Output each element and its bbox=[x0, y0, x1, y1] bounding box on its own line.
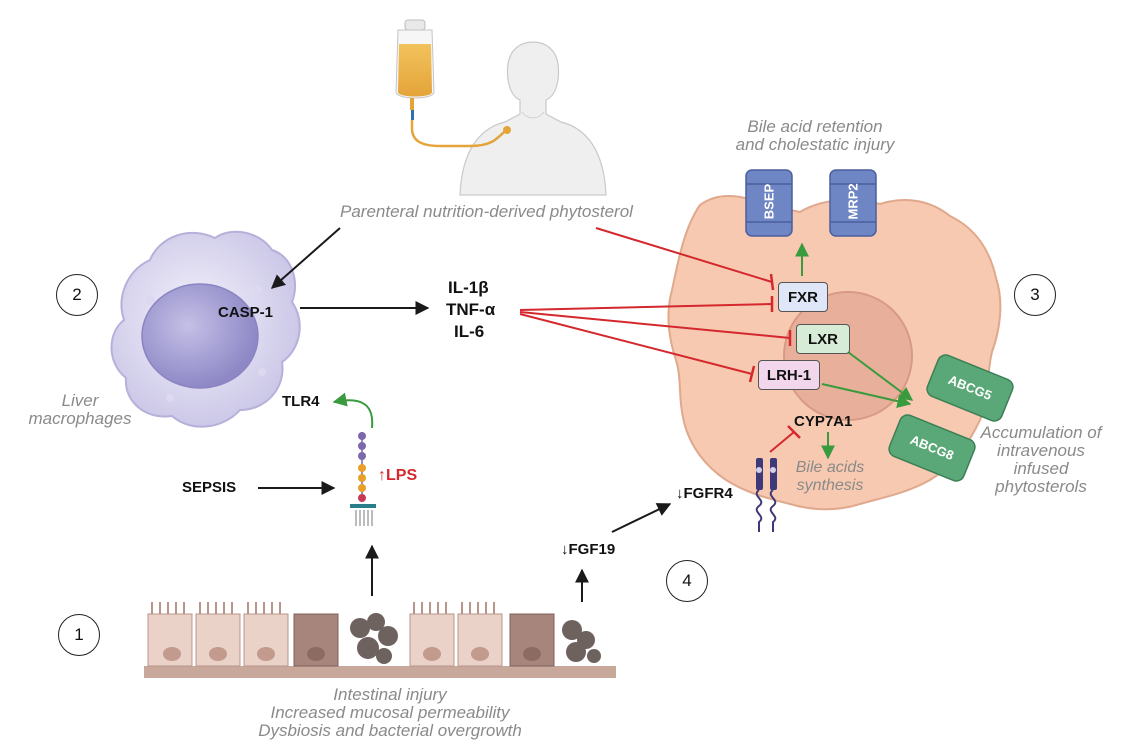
patient-illustration bbox=[459, 41, 607, 196]
fgfr4-receptor-icon bbox=[755, 458, 777, 532]
fgfr4-label: ↓FGFR4 bbox=[676, 485, 733, 502]
iv-bag bbox=[395, 19, 511, 148]
intestinal-line1: Intestinal injury bbox=[333, 685, 447, 704]
arrow-phytosterol-to-casp1 bbox=[270, 227, 341, 289]
accumulation-line3: infused bbox=[1013, 459, 1069, 478]
casp1-label: CASP-1 bbox=[218, 304, 274, 321]
lps-molecule-icon bbox=[350, 432, 376, 526]
parenteral-phytosterol-label: Parenteral nutrition-derived phytosterol bbox=[340, 202, 633, 221]
intestinal-injury-label: Intestinal injury Increased mucosal perm… bbox=[200, 686, 580, 740]
sepsis-label: SEPSIS bbox=[182, 479, 237, 496]
step-3-circle: 3 bbox=[1014, 274, 1056, 316]
arrow-lps-to-tlr4 bbox=[332, 392, 374, 429]
mrp2-label: MRP2 bbox=[845, 183, 861, 220]
bile-acids-synthesis-label: Bile acids synthesis bbox=[780, 459, 880, 495]
step-1-circle: 1 bbox=[58, 614, 100, 656]
synthesis-line2: synthesis bbox=[796, 477, 864, 494]
macrophage bbox=[110, 230, 301, 428]
il1b-label: IL-1β bbox=[448, 278, 489, 297]
cyp7a1-label: CYP7A1 bbox=[794, 413, 853, 430]
synthesis-line1: Bile acids bbox=[795, 459, 865, 476]
il6-label: IL-6 bbox=[454, 322, 485, 341]
fgf19-label: ↓FGF19 bbox=[561, 541, 616, 558]
abcg5-transporter bbox=[926, 354, 1014, 422]
lxr-box: LXR bbox=[796, 324, 850, 354]
tnfa-label: TNF-α bbox=[446, 300, 496, 319]
bsep-label: BSEP bbox=[761, 183, 777, 220]
intestinal-line3: Dysbiosis and bacterial overgrowth bbox=[258, 721, 522, 740]
lps-label: ↑LPS bbox=[378, 467, 418, 484]
macrophages-line1: Liver bbox=[61, 391, 99, 410]
arrow-fgf19-to-fgfr4 bbox=[611, 503, 672, 533]
bile-retention-line1: Bile acid retention bbox=[747, 117, 883, 136]
step-2-circle: 2 bbox=[56, 274, 98, 316]
accumulation-line1: Accumulation of bbox=[980, 423, 1102, 442]
fxr-box: FXR bbox=[778, 282, 828, 312]
intestinal-epithelium bbox=[144, 602, 616, 678]
accumulation-label: Accumulation of intravenous infused phyt… bbox=[960, 424, 1122, 496]
bsep-transporter bbox=[745, 169, 793, 237]
accumulation-line4: phytosterols bbox=[995, 477, 1087, 496]
abcg8-transporter bbox=[888, 414, 976, 482]
mrp2-transporter bbox=[829, 169, 877, 237]
inhibit-cytokines-lrh1 bbox=[519, 313, 753, 375]
tlr4-label: TLR4 bbox=[282, 393, 320, 410]
macrophages-line2: macrophages bbox=[28, 409, 132, 428]
arrow-lxr-to-abcg5 bbox=[847, 351, 914, 401]
intestinal-line2: Increased mucosal permeability bbox=[270, 703, 510, 722]
inhibit-phytosterol-fxr bbox=[595, 227, 773, 283]
bile-retention-line2: and cholestatic injury bbox=[735, 135, 895, 154]
lrh1-box: LRH-1 bbox=[758, 360, 820, 390]
accumulation-line2: intravenous bbox=[997, 441, 1085, 460]
inhibit-fgfr4-cyp7a1 bbox=[769, 431, 795, 453]
bile-acid-retention-label: Bile acid retention and cholestatic inju… bbox=[700, 118, 930, 154]
arrow-lrh1-to-abcg5 bbox=[821, 383, 912, 409]
inhibit-cytokines-fxr bbox=[519, 303, 773, 311]
liver-macrophages-label: Liver macrophages bbox=[20, 392, 140, 428]
inhibit-cytokines-lxr bbox=[519, 311, 791, 339]
step-4-circle: 4 bbox=[666, 560, 708, 602]
